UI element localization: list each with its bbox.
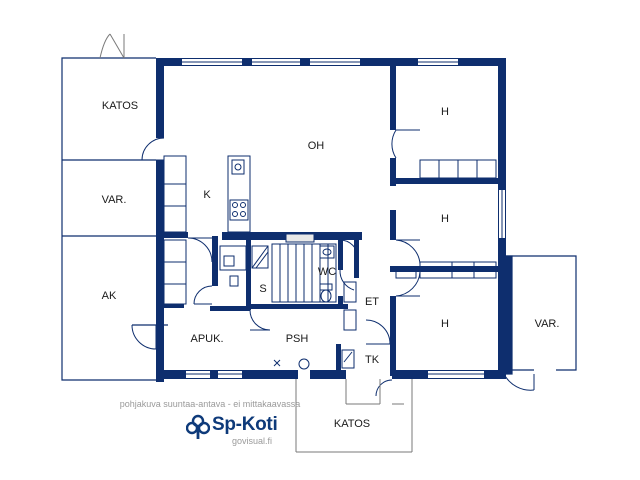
label-psh: PSH	[286, 333, 309, 345]
label-s: S	[259, 283, 266, 295]
label-k: K	[203, 189, 211, 201]
label-katos-bottom: KATOS	[334, 418, 370, 430]
brand-logo: Sp-Koti	[186, 413, 296, 447]
label-var-left: VAR.	[102, 194, 127, 206]
label-et: ET	[365, 296, 379, 308]
label-h2: H	[441, 213, 449, 225]
utility-appliances	[219, 245, 247, 287]
brand-site: govisual.fi	[231, 436, 272, 446]
label-tk: TK	[365, 354, 380, 366]
interior-walls	[164, 66, 500, 376]
tree-icon	[186, 414, 210, 439]
room-labels: KATOS OH H H H VAR. K AK WC S ET APUK. P…	[102, 100, 560, 430]
wc-fixtures	[319, 245, 357, 331]
label-apuk: APUK.	[190, 333, 223, 345]
kitchen-counter	[227, 155, 251, 233]
shower-fixtures	[273, 349, 355, 370]
right-annex-outline	[505, 255, 577, 375]
label-wc: WC	[318, 266, 336, 278]
plan-disclaimer: pohjakuva suuntaa-antava - ei mittakaava…	[119, 399, 301, 409]
wardrobes	[163, 155, 497, 305]
label-katos-top: KATOS	[102, 100, 138, 112]
label-var-right: VAR.	[535, 318, 560, 330]
label-h1: H	[441, 106, 449, 118]
bottom-carport-outline	[295, 379, 413, 453]
brand-name: Sp-Koti	[212, 414, 278, 435]
gate-arc	[99, 33, 125, 59]
windows	[182, 59, 505, 378]
label-ak: AK	[102, 290, 117, 302]
door-arcs	[131, 129, 535, 397]
label-oh: OH	[308, 140, 325, 152]
label-h3: H	[441, 318, 449, 330]
